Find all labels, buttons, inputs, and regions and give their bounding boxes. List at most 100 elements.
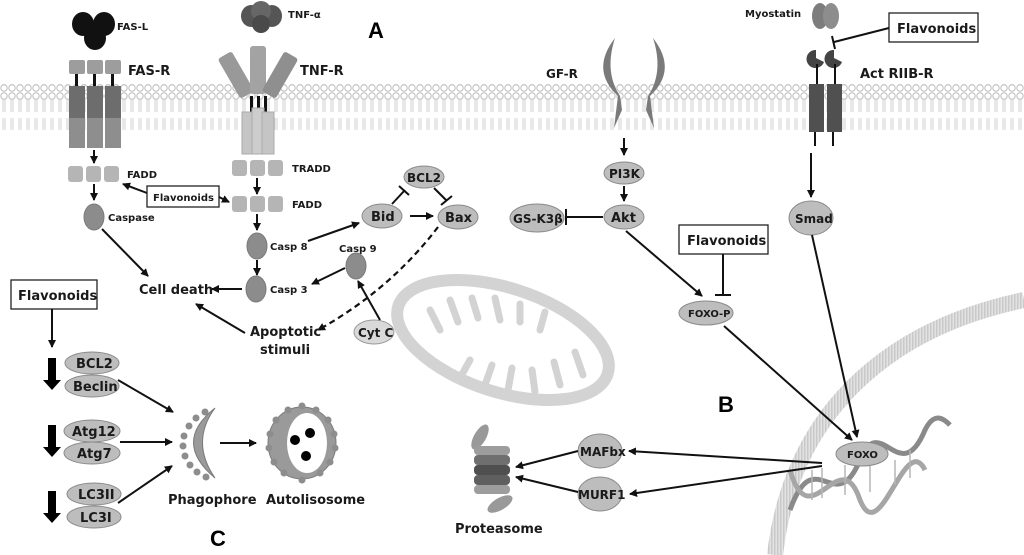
casp9-label: Casp 9 <box>339 244 377 255</box>
fadd-right-label: FADD <box>292 200 322 211</box>
gf-receptor-icon <box>603 38 665 128</box>
tnf-receptor-icon <box>218 46 298 155</box>
atg7-label: Atg7 <box>77 447 112 462</box>
arrow-apoptotic-celldeath <box>195 303 246 334</box>
lc3i-node <box>66 505 122 529</box>
fadd-right-icon <box>232 196 283 212</box>
phagophore-label: Phagophore <box>168 493 257 508</box>
tnf-alpha-label: TNF-α <box>288 10 321 21</box>
beclin-node <box>64 374 120 398</box>
arrow-akt-foxop <box>625 230 703 297</box>
tnf-r-label: TNF-R <box>300 64 344 79</box>
arrow-casp8-bid <box>307 221 360 242</box>
smad-label: Smad <box>795 212 833 226</box>
arrow-flav-fadd-right <box>218 195 230 203</box>
arrow-casp9-casp3 <box>311 267 346 285</box>
flavonoids-label-a: Flavonoids <box>153 193 214 204</box>
myostatin-icon <box>812 3 839 29</box>
act-riib-receptor-icon <box>806 49 842 146</box>
lc3ii-node <box>66 482 122 506</box>
akt-label: Akt <box>611 211 636 226</box>
inhibit-bid-bcl2 <box>391 185 410 205</box>
mafbx-label: MAFbx <box>580 445 626 459</box>
nuclear-envelope <box>767 292 1024 555</box>
down-arrow-icon-2 <box>43 425 61 457</box>
caspase-node <box>83 203 105 231</box>
bax-label: Bax <box>445 211 473 226</box>
casp9-node <box>345 252 367 280</box>
flavonoids-label-c: Flavonoids <box>18 289 97 304</box>
foxo-p-node <box>678 300 734 326</box>
tradd-label: TRADD <box>292 164 331 175</box>
arrow-smad-foxo <box>811 234 860 438</box>
casp3-label: Casp 3 <box>270 285 308 296</box>
apoptotic-stimuli-label-1: Apoptotic <box>250 325 321 340</box>
bax-node <box>437 204 479 230</box>
foxo-node <box>835 441 889 467</box>
gsk3b-node <box>509 203 565 233</box>
atg7-node <box>63 441 121 465</box>
fas-ligand-icon <box>72 12 115 50</box>
foxo-label: FOXO <box>847 450 878 461</box>
arrow-mafbx-proteasome <box>515 450 579 470</box>
proteasome-label: Proteasome <box>455 522 543 537</box>
bcl2-node-a <box>403 165 445 189</box>
flavonoids-box-a <box>146 185 220 208</box>
tradd-icon <box>232 160 283 176</box>
murf1-label: MURF1 <box>578 488 625 502</box>
inhibit-flav-foxop <box>715 254 731 296</box>
inhibit-akt-gsk3b <box>565 209 603 225</box>
cell-membrane <box>0 84 1024 130</box>
dashed-arrow-bax-apoptotic <box>317 226 439 331</box>
murf1-node <box>577 476 623 512</box>
bcl2-node-c <box>64 351 120 375</box>
beclin-label: Beclin <box>73 380 118 395</box>
casp8-node <box>246 232 268 260</box>
arrow-cytc-casp9 <box>357 280 381 321</box>
mitochondrion-icon <box>391 273 615 407</box>
atg12-label: Atg12 <box>72 425 116 440</box>
flavonoids-label-b-mid: Flavonoids <box>687 234 766 249</box>
inhibit-flav-actriib <box>831 27 890 50</box>
autolisosome-icon <box>265 402 339 484</box>
casp8-label: Casp 8 <box>270 242 308 253</box>
cyt-c-node <box>353 319 395 345</box>
lc3ii-label: LC3II <box>78 488 115 503</box>
bcl2-label-c: BCL2 <box>76 357 113 372</box>
dna-helix-icon <box>787 415 952 515</box>
arrow-foxo-murf1 <box>629 465 823 497</box>
arrow-murf1-proteasome <box>515 474 579 493</box>
proteasome-icon <box>471 424 513 513</box>
arrow-foxo-mafbx <box>628 447 823 464</box>
panel-label-c: C <box>210 526 226 551</box>
apoptotic-stimuli-label-2: stimuli <box>260 343 310 358</box>
fadd-left-label: FADD <box>127 170 157 181</box>
akt-node <box>603 204 645 230</box>
foxo-p-label: FOXO-P <box>688 309 731 320</box>
panel-label-a: A <box>368 18 384 43</box>
fas-receptor-icon <box>69 60 121 148</box>
arrow-caspase-celldeath <box>101 228 149 277</box>
cyt-c-label: Cyt C <box>358 326 394 340</box>
pi3k-label: PI3K <box>609 167 641 181</box>
autolisosome-label: Autolisosome <box>266 493 365 508</box>
gf-r-label: GF-R <box>546 67 578 81</box>
pi3k-node <box>603 161 645 185</box>
gsk3b-label: GS-K3β <box>513 212 563 226</box>
fas-r-label: FAS-R <box>128 64 170 79</box>
cell-death-label: Cell death <box>139 283 213 298</box>
fadd-left-icon <box>68 166 119 182</box>
caspase-label: Caspase <box>108 213 155 224</box>
fas-l-label: FAS-L <box>117 22 149 33</box>
down-arrow-icon-1 <box>43 358 61 390</box>
flavonoids-box-b-top <box>888 12 979 43</box>
casp3-node <box>245 275 267 303</box>
phagophore-icon <box>179 407 216 481</box>
down-arrow-icon-3 <box>43 491 61 523</box>
panel-label-b: B <box>718 392 734 417</box>
bcl2-label-a: BCL2 <box>407 171 441 185</box>
flavonoids-box-c <box>10 279 98 310</box>
lc3i-label: LC3I <box>80 511 112 526</box>
arrow-flav-fadd-left <box>122 182 148 194</box>
